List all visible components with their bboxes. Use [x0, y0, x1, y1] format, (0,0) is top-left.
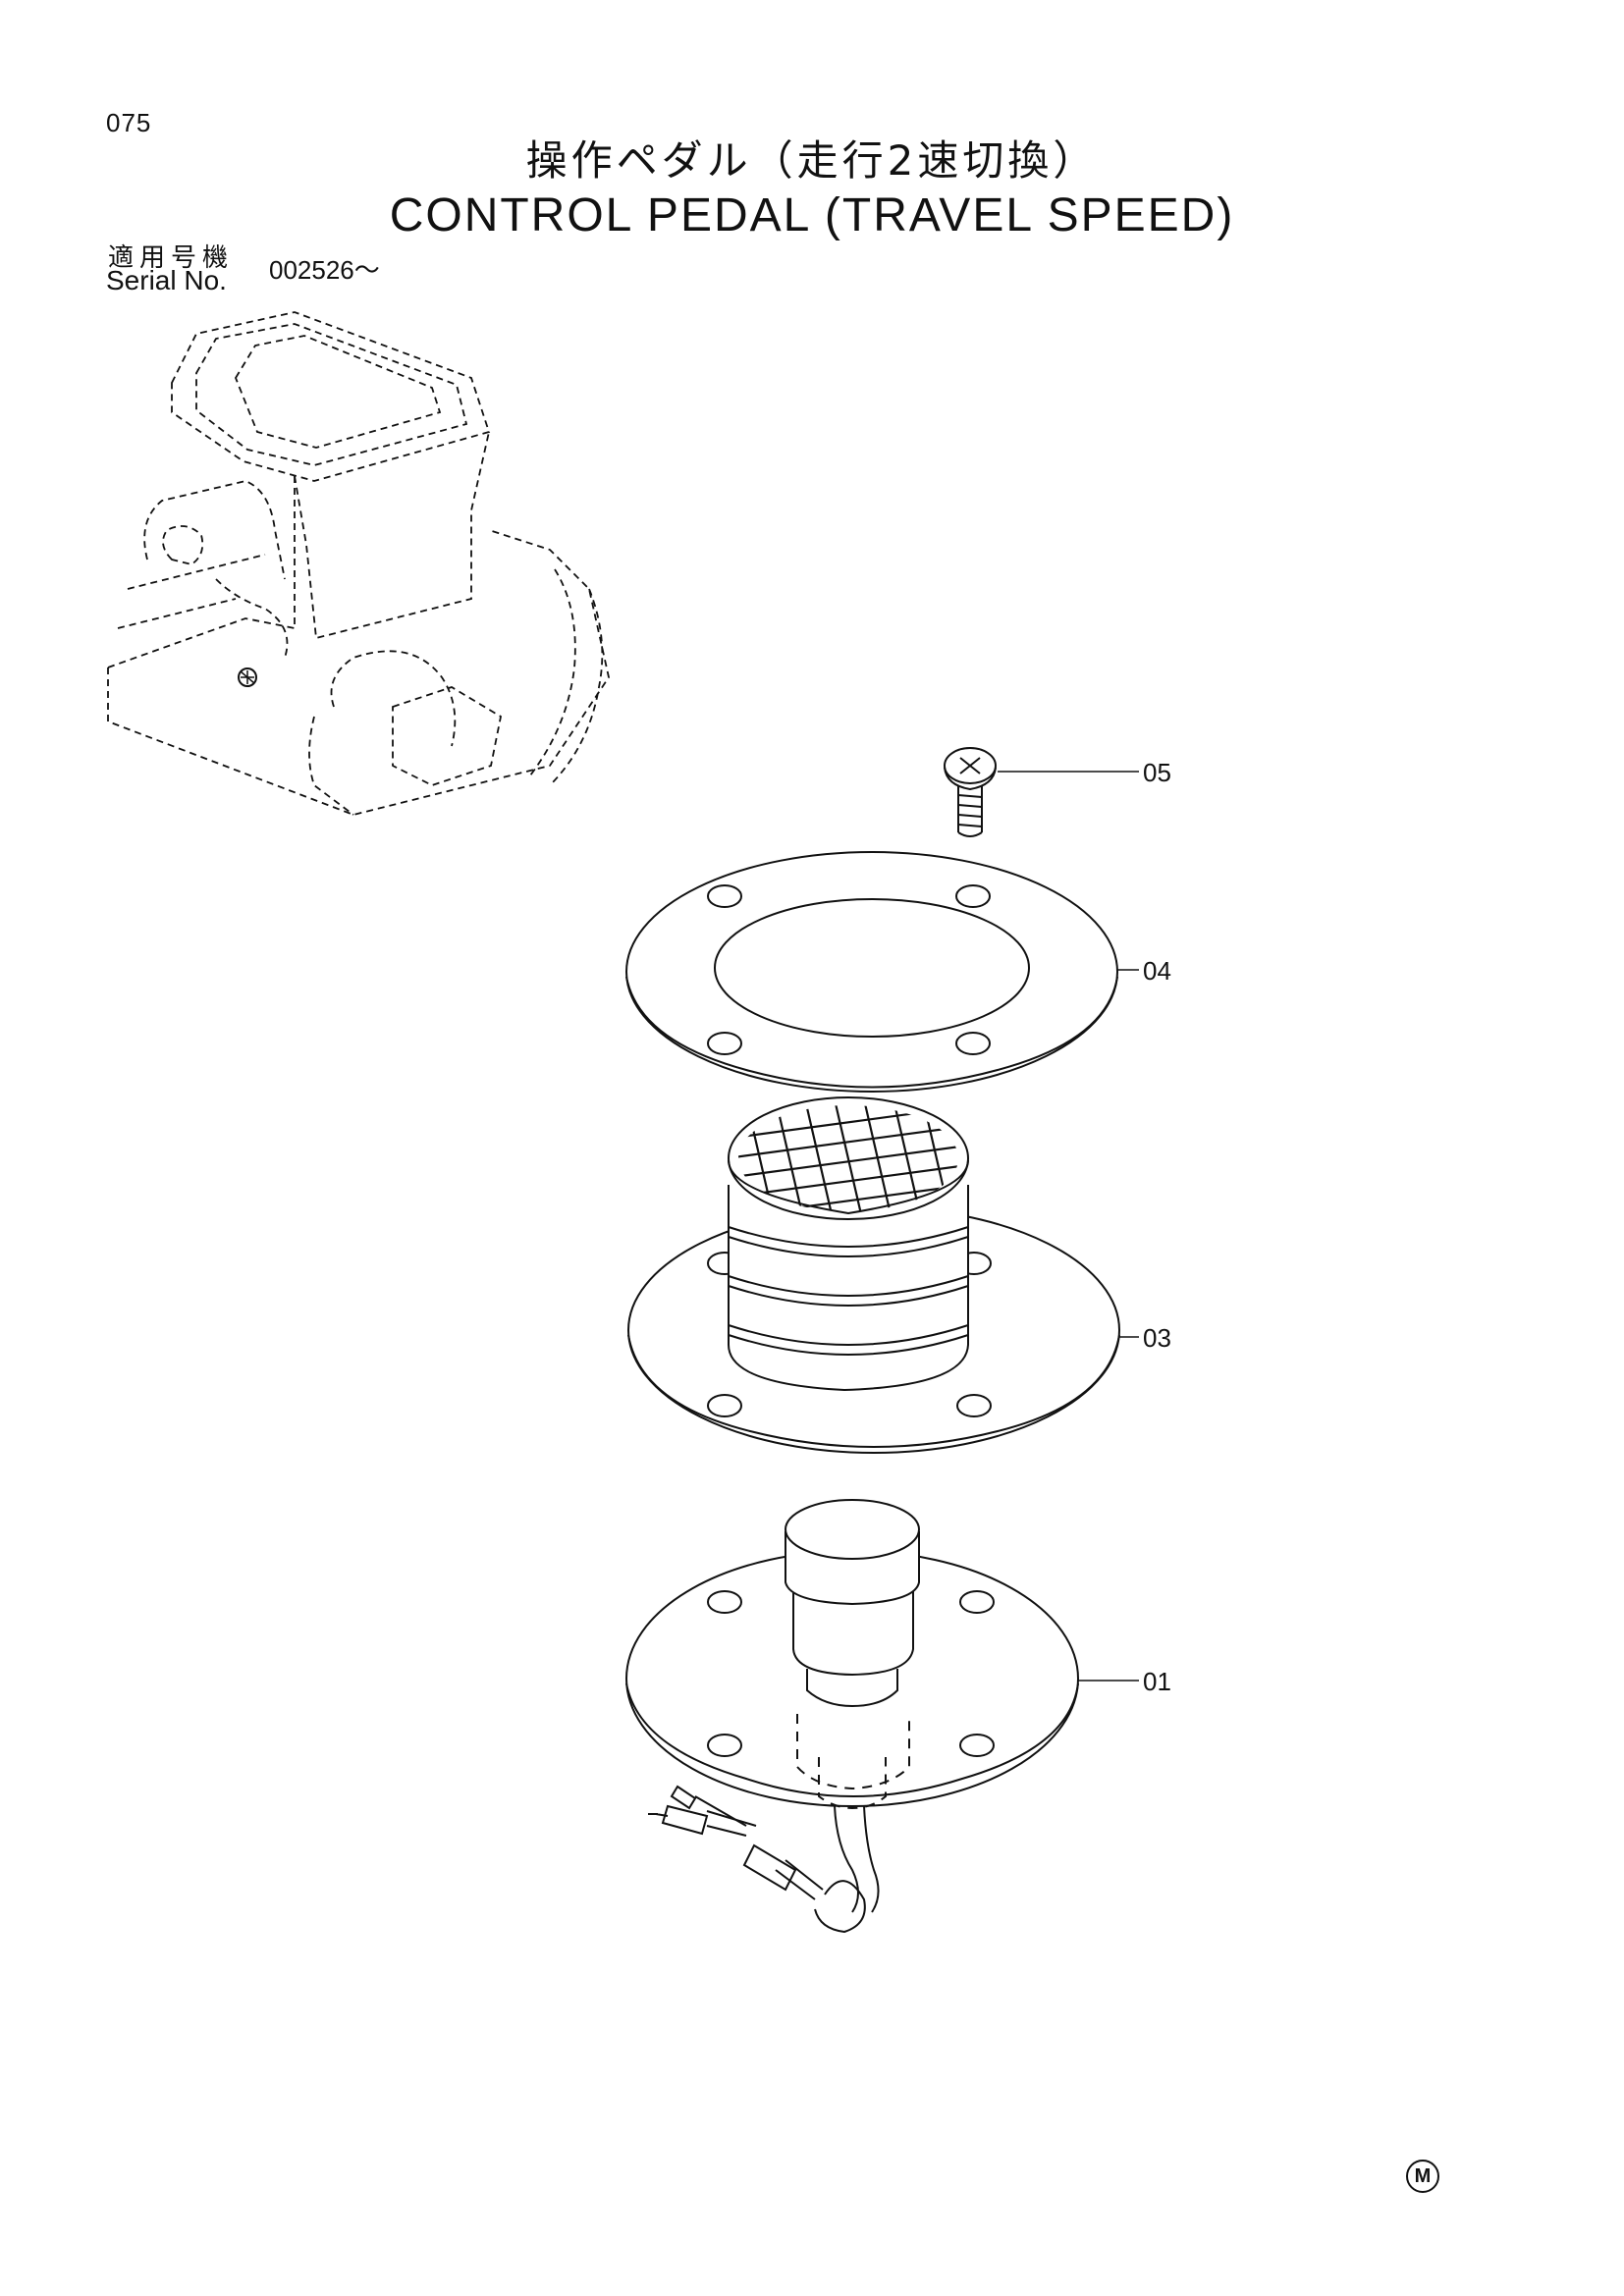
page-number: 075: [106, 108, 152, 137]
callout-part-03: 03: [1143, 1323, 1171, 1353]
page-title-japanese: 操作ペダル（走行2速切換）: [525, 136, 1099, 185]
part-01-switch-plate: [625, 1499, 1079, 1934]
serial-number-value: 002526～: [269, 255, 380, 285]
part-04-gasket: [625, 851, 1118, 1093]
cab-context-sketch: [107, 311, 610, 816]
callout-part-04: 04: [1143, 956, 1171, 986]
serial-label-japanese: 適用号機: [108, 243, 235, 273]
part-03-pedal-pad: [627, 1096, 1120, 1454]
serial-label-english: Serial No.: [106, 265, 227, 295]
page-title-english: CONTROL PEDAL (TRAVEL SPEED): [389, 189, 1235, 241]
part-05-screw: [944, 747, 997, 837]
manufacturer-circle-mark: M: [1406, 2160, 1439, 2193]
callout-part-05: 05: [1143, 758, 1171, 787]
callout-part-01: 01: [1143, 1667, 1171, 1696]
pedal-location-marker: [238, 667, 257, 687]
